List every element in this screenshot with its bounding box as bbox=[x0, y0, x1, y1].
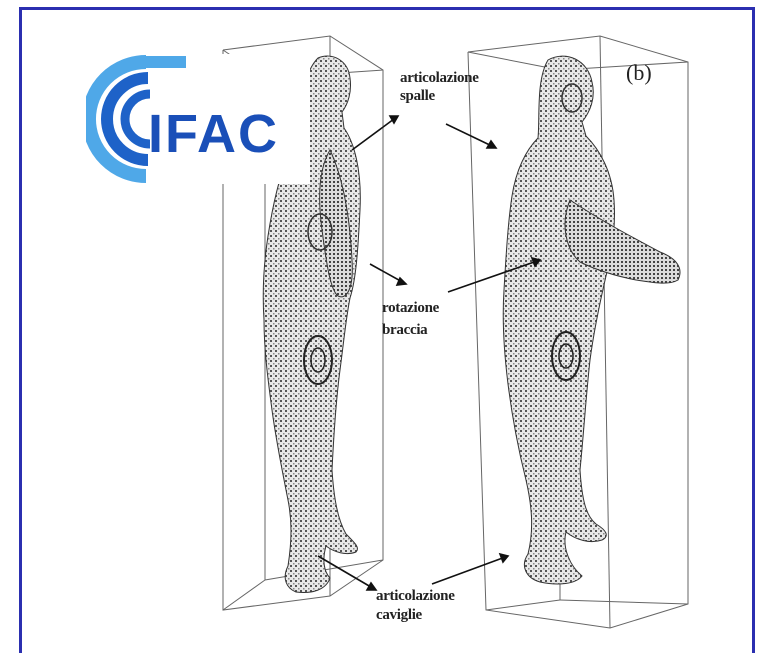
arms-label-line1: rotazione bbox=[382, 300, 439, 317]
ankle-label-line2: caviglie bbox=[376, 607, 422, 624]
shoulder-label-line1: articolazione bbox=[400, 70, 479, 87]
ifac-logo-text: IFAC bbox=[148, 104, 279, 164]
ifac-logo: IFAC bbox=[86, 54, 310, 184]
shoulder-label-line2: spalle bbox=[400, 88, 435, 105]
right-human-body bbox=[503, 56, 680, 584]
ifac-logo-graphic: IFAC bbox=[86, 54, 310, 184]
panel-label: (b) bbox=[626, 60, 652, 86]
ankle-label-line1: articolazione bbox=[376, 588, 455, 605]
arms-label-line2: braccia bbox=[382, 322, 427, 339]
